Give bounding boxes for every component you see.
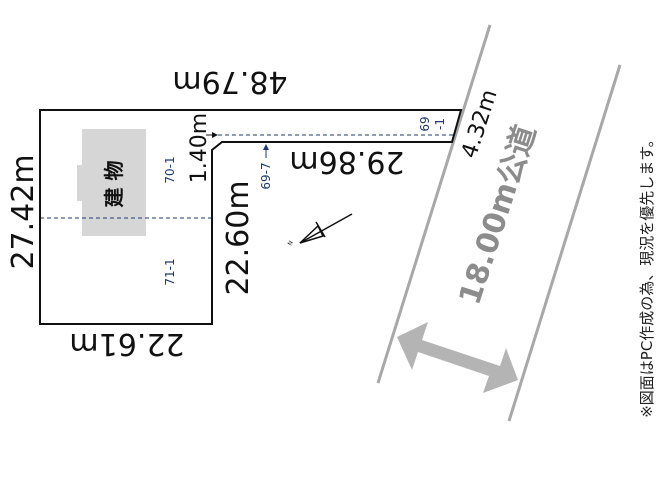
- lot-69-7: 69-7: [259, 162, 273, 189]
- plot-outline: [39, 109, 463, 325]
- north-arrow-icon: [299, 213, 353, 244]
- dimension-inner-vertical: 22.60m: [221, 180, 256, 295]
- disclaimer-note: ※図面はPC作成の為、現況を優先します。: [638, 132, 656, 418]
- dimension-right-edge: 4.32m: [457, 87, 503, 162]
- lot-71-1: 71-1: [163, 258, 177, 285]
- dimension-left: 27.42m: [6, 154, 41, 269]
- lot-70-1: 70-1: [163, 156, 177, 183]
- lot-69-1-bottom: -1: [433, 118, 447, 130]
- dimension-top: 48.79m: [172, 64, 287, 99]
- road-edge-line: [376, 24, 492, 384]
- road-width-arrow-icon: [397, 322, 518, 393]
- dimension-setback: 1.40m: [187, 113, 212, 183]
- setback-arrow-icon: [206, 132, 218, 138]
- dimension-bottom: 22.61m: [69, 326, 184, 361]
- building-label: 建 物: [102, 161, 126, 208]
- dimension-inner-top: 29.86m: [289, 144, 404, 179]
- lot-69-1-top: 69: [418, 116, 432, 131]
- road-edge-line: [507, 64, 622, 422]
- lot-69-7-arrow-icon: [263, 144, 269, 158]
- north-label: N: [287, 240, 295, 247]
